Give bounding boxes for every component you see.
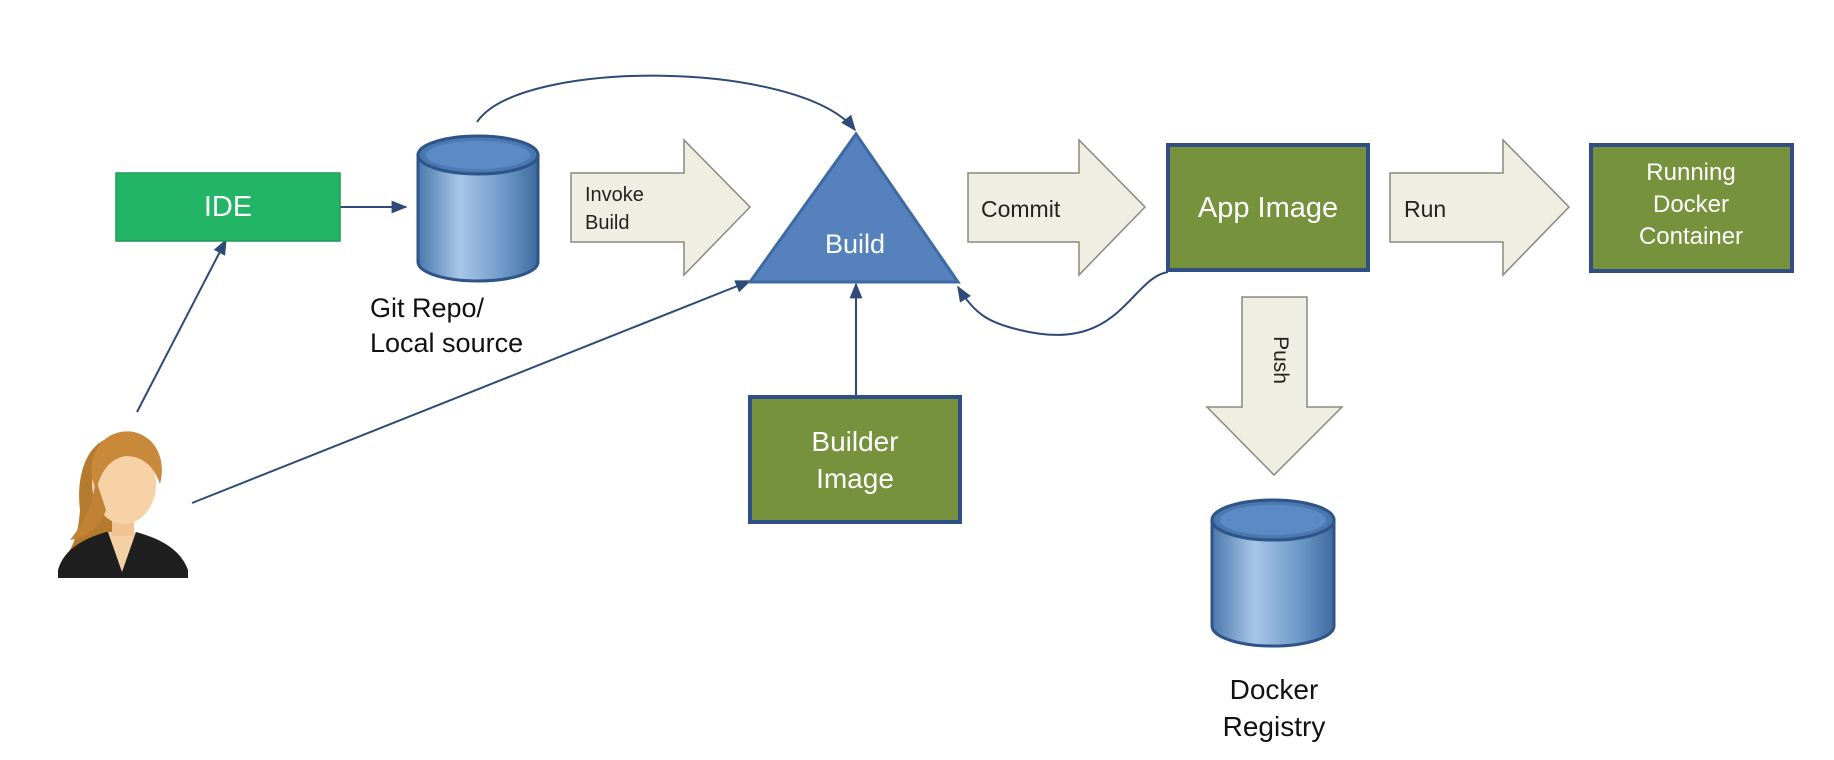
connector-app-to-build-curve [957,271,1169,336]
git-repo-label-line2: Local source [370,328,523,358]
push-arrow: Push [1205,296,1344,477]
connectors [136,74,1169,504]
ide-label: IDE [204,191,252,223]
invoke-build-arrow: Invoke Build [570,138,752,277]
builder-image-node: Builder Image [748,395,962,524]
docker-registry-label-line2: Registry [1223,711,1326,742]
running-container-node: Running Docker Container [1589,143,1794,273]
connector-git-to-build-curve [476,74,856,132]
git-repo-label-line1: Git Repo/ [370,293,485,323]
app-image-node: App Image [1166,143,1370,272]
running-container-label-line1: Running [1646,159,1735,186]
build-label: Build [825,229,885,259]
ide-node: IDE [115,172,341,242]
git-repo-cylinder-icon [416,134,540,283]
builder-image-label-line2: Image [816,463,894,494]
build-node: Build [747,131,961,284]
running-container-label-line3: Container [1639,223,1743,250]
running-container-label-line2: Docker [1653,191,1729,218]
commit-label: Commit [981,196,1061,222]
run-label: Run [1404,196,1446,222]
user-avatar-icon [58,431,188,578]
invoke-build-label-line2: Build [585,212,629,234]
docker-registry-cylinder-icon [1210,498,1336,648]
connector-user-to-build [191,280,752,504]
invoke-build-label-line1: Invoke [585,184,644,206]
commit-arrow: Commit [967,138,1147,277]
push-label: Push [1269,336,1292,384]
run-arrow: Run [1389,138,1571,277]
app-image-label: App Image [1198,192,1338,224]
docker-registry-label-line1: Docker [1230,674,1319,705]
connector-user-to-ide [136,238,227,413]
builder-image-label-line1: Builder [811,426,898,457]
